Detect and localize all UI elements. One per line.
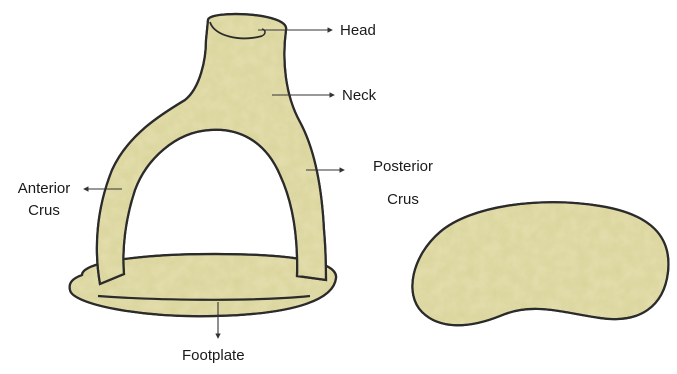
- label-anterior-crus-line1: Anterior: [6, 180, 82, 198]
- label-posterior-crus-line1: Posterior: [360, 158, 446, 176]
- label-anterior-crus: Anterior Crus: [6, 180, 82, 220]
- bone-texture: [97, 14, 326, 284]
- label-anterior-crus-line2: Crus: [6, 202, 82, 220]
- label-footplate: Footplate: [182, 347, 245, 365]
- kidney-shape: [412, 202, 668, 325]
- stapes-arch-shape: [97, 14, 326, 284]
- bone-texture: [412, 202, 668, 325]
- label-posterior-crus-line2: Crus: [360, 191, 446, 209]
- label-head: Head: [340, 22, 376, 40]
- label-neck: Neck: [342, 87, 376, 105]
- label-posterior-crus: Posterior Crus: [360, 158, 446, 209]
